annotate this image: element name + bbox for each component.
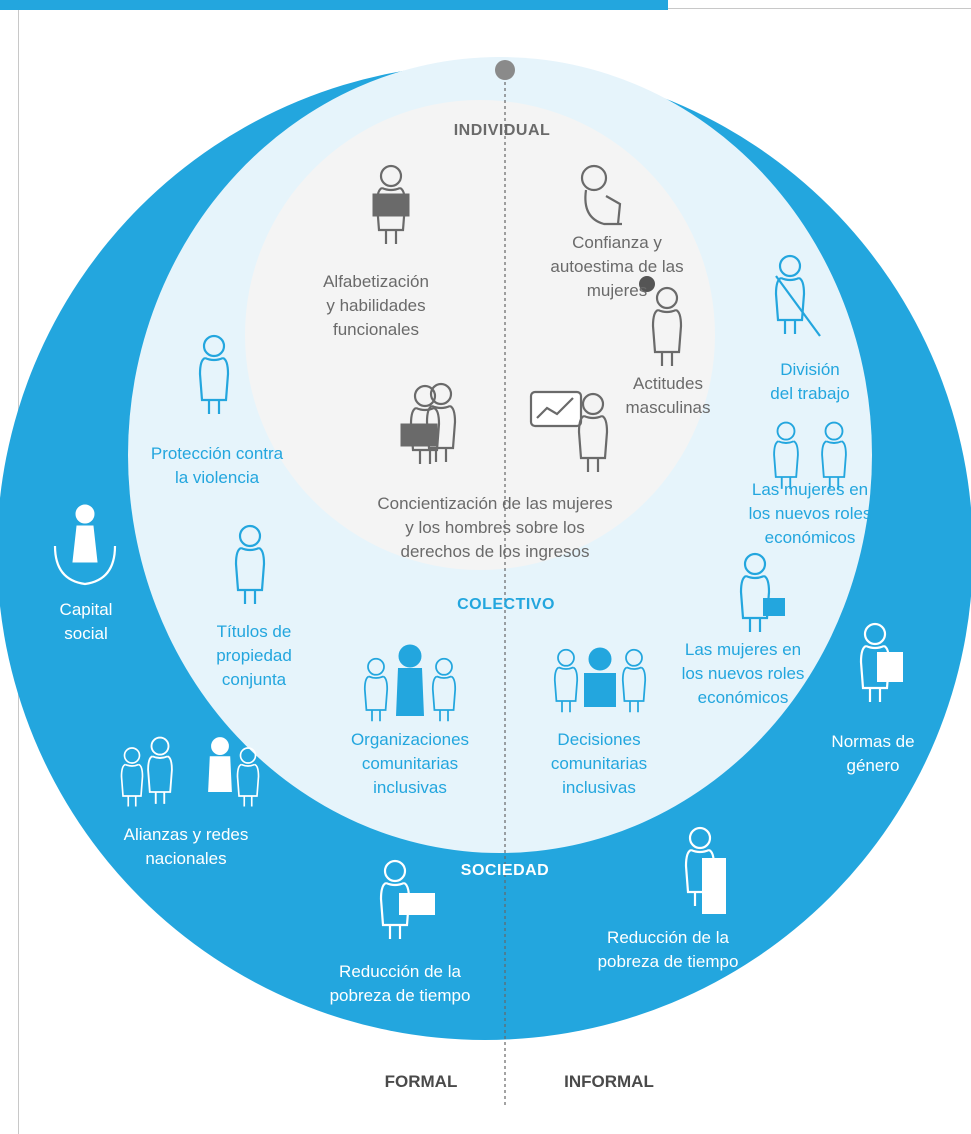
podium-woman-icon	[684, 826, 726, 914]
reading-woman-icon	[372, 164, 410, 246]
gavel-woman-icon	[859, 622, 903, 704]
hands-woman-icon	[53, 504, 117, 586]
top-divider	[668, 8, 971, 9]
community-group-icon	[363, 644, 457, 723]
sweeping-woman-icon	[774, 254, 821, 337]
top-accent-bar	[0, 0, 668, 10]
ring-label-colectivo: COLECTIVO	[457, 596, 555, 613]
chart-presentation-icon	[529, 390, 609, 474]
individual-circle	[245, 100, 715, 570]
alliance-group-icon	[120, 736, 260, 808]
decision-group-icon	[553, 647, 647, 714]
axis-label-formal: FORMAL	[384, 1072, 458, 1091]
money-couple-icon	[400, 382, 457, 466]
axis-top-dot	[495, 60, 515, 80]
ring-label-sociedad: SOCIEDAD	[460, 862, 550, 879]
briefcase-woman-icon	[739, 552, 785, 634]
ring-label-individual: INDIVIDUAL	[453, 122, 551, 139]
thinking-person-icon	[580, 164, 622, 226]
axis-label-informal: INFORMAL	[564, 1072, 654, 1091]
exclamation-man-icon	[639, 276, 683, 368]
cash-woman-icon	[379, 859, 435, 941]
